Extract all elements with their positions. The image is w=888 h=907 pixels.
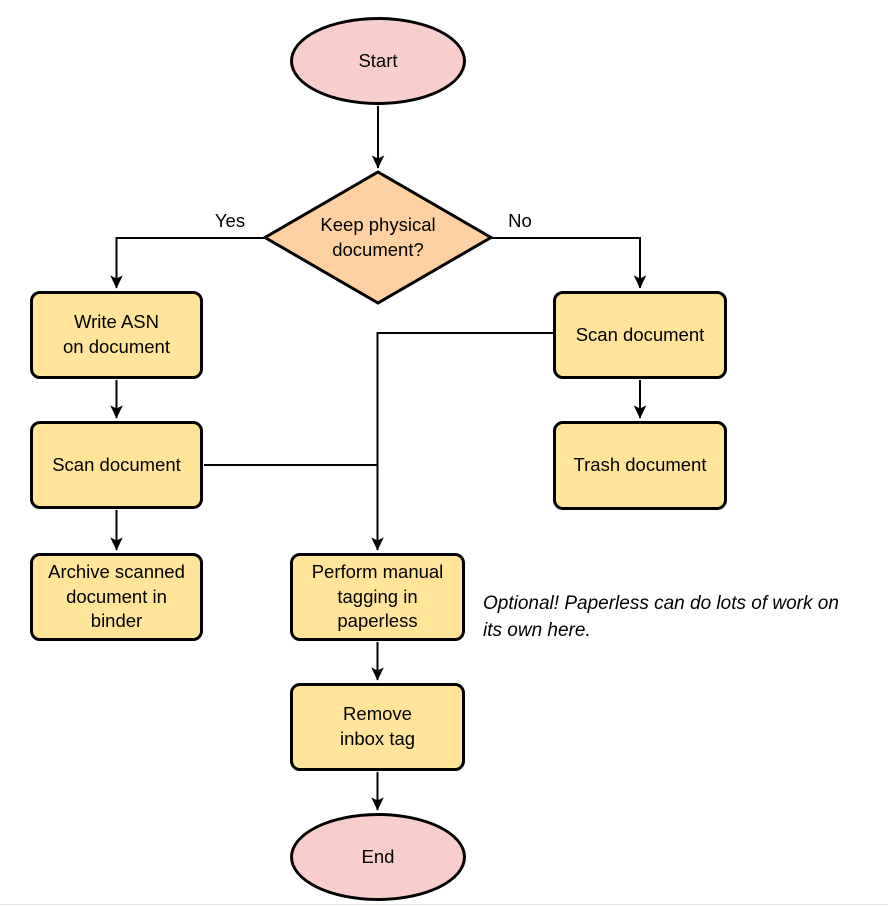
node-scan-document-left-label: Scan document — [52, 453, 181, 475]
node-scan-document-right-label: Scan document — [575, 323, 705, 345]
connector-scanright-to-tagging — [371, 332, 553, 551]
node-end-label: End — [361, 845, 395, 867]
node-trash-document-label: Trash document — [573, 454, 707, 476]
page-bottom-border — [0, 904, 888, 905]
node-write-asn-label: Write ASN on document — [63, 311, 170, 357]
node-archive-document-label: Archive scanned document in binder — [48, 561, 185, 632]
node-start: Start — [290, 17, 466, 105]
node-archive-document: Archive scanned document in binder — [30, 553, 203, 641]
node-remove-inbox-tag: Remove inbox tag — [290, 683, 465, 771]
node-scan-document-left: Scan document — [30, 421, 203, 509]
node-decision-label: Keep physical document? — [320, 214, 436, 260]
node-manual-tagging-label: Perform manual tagging in paperless — [311, 561, 444, 632]
optional-note: Optional! Paperless can do lots of work … — [483, 593, 839, 641]
decision-diamond-shape — [262, 170, 494, 305]
node-remove-inbox-tag-label: Remove inbox tag — [339, 703, 416, 749]
node-scan-document-right: Scan document — [553, 291, 727, 379]
node-start-label: Start — [358, 49, 398, 71]
node-end: End — [290, 813, 466, 901]
node-write-asn: Write ASN on document — [30, 291, 203, 379]
connector-decision-yes — [110, 237, 266, 289]
connector-decision-no — [490, 237, 647, 289]
node-manual-tagging: Perform manual tagging in paperless — [290, 553, 465, 641]
node-trash-document: Trash document — [553, 421, 727, 510]
edge-label-no: No — [508, 210, 532, 231]
edge-label-yes: Yes — [214, 210, 246, 231]
